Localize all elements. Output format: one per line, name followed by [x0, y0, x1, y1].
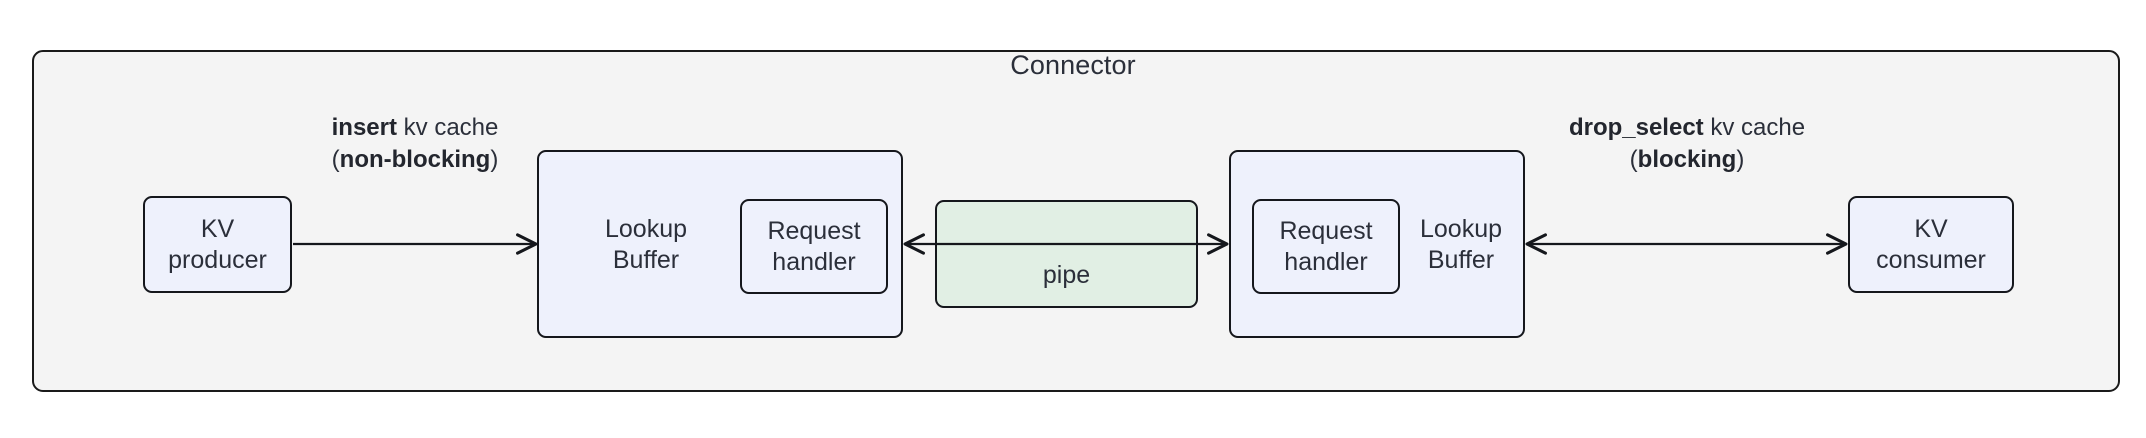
node-left-request-handler[interactable]: Request handler — [740, 199, 888, 294]
kv-consumer-line-2: consumer — [1876, 245, 1986, 274]
connector-title: Connector — [1010, 50, 1136, 80]
node-left-lookup-buffer[interactable]: Lookup Buffer Request handler — [537, 150, 903, 338]
node-right-request-handler[interactable]: Request handler — [1252, 199, 1400, 294]
left-lookup-buffer-label: Lookup Buffer — [604, 215, 688, 274]
node-pipe[interactable]: pipe — [935, 200, 1198, 308]
kv-producer-line-1: KV — [200, 215, 235, 243]
edge-label-insert-line-2: (non-blocking) — [295, 144, 535, 176]
edge-label-insert-keyword: insert — [331, 114, 397, 141]
edge-label-insert-open-paren: ( — [331, 146, 340, 174]
edge-label-insert-text: kv cache — [396, 114, 499, 141]
kv-consumer-line-1: KV — [1914, 215, 1948, 243]
pipe-label: pipe — [1042, 261, 1091, 289]
edge-label-drop-select-line-2: (blocking) — [1528, 144, 1846, 176]
edge-label-drop-select-mode: blocking — [1637, 146, 1737, 174]
node-kv-producer[interactable]: KV producer — [143, 196, 292, 293]
edge-label-insert-mode: non-blocking — [339, 146, 491, 174]
edge-label-drop-select: drop_select kv cache (blocking) — [1528, 112, 1846, 177]
edge-label-drop-select-line-1: drop_select kv cache — [1528, 112, 1846, 144]
edge-label-drop-select-open-paren: ( — [1629, 146, 1638, 174]
edge-label-drop-select-keyword: drop_select — [1568, 114, 1704, 141]
edge-label-drop-select-close-paren: ) — [1736, 146, 1745, 174]
edge-label-insert: insert kv cache (non-blocking) — [295, 112, 535, 177]
edge-label-insert-line-1: insert kv cache — [295, 112, 535, 144]
right-lookup-buffer-label: Lookup Buffer — [1419, 215, 1503, 274]
kv-producer-line-2: producer — [168, 245, 267, 274]
node-kv-consumer[interactable]: KV consumer — [1848, 196, 2014, 293]
edge-label-drop-select-text: kv cache — [1703, 114, 1806, 141]
edge-label-insert-close-paren: ) — [490, 146, 499, 174]
node-right-lookup-buffer[interactable]: Request handler Lookup Buffer — [1229, 150, 1525, 338]
